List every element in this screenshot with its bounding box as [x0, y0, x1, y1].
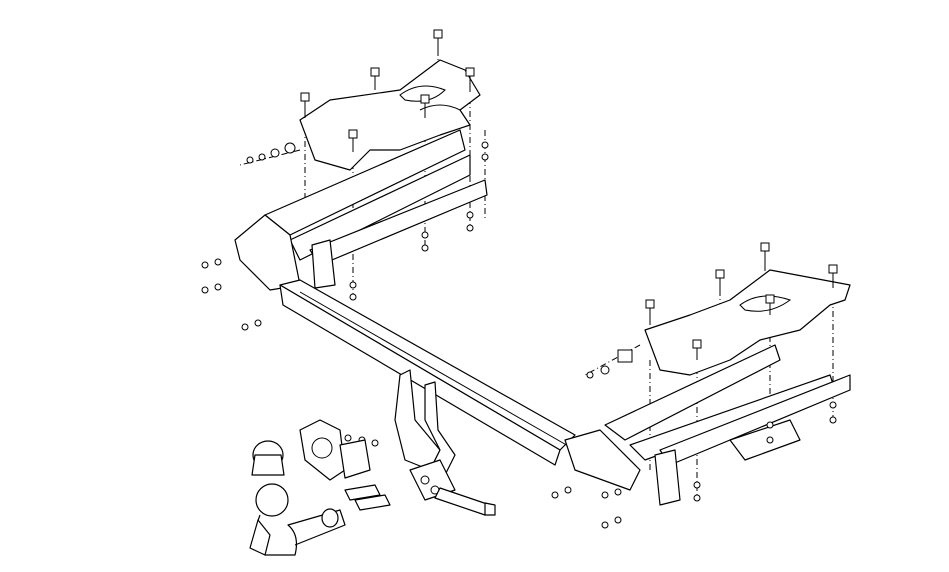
center-drop-bracket — [394, 369, 496, 516]
bolt-icon — [300, 29, 838, 360]
right-chassis-bracket — [564, 269, 851, 506]
socket-bracket — [299, 419, 391, 511]
main-cross-beam — [279, 279, 576, 466]
nut-icon — [201, 141, 837, 529]
left-chassis-bracket — [234, 59, 488, 291]
tow-ball-assembly — [249, 440, 346, 556]
fastener-hardware — [201, 29, 838, 529]
